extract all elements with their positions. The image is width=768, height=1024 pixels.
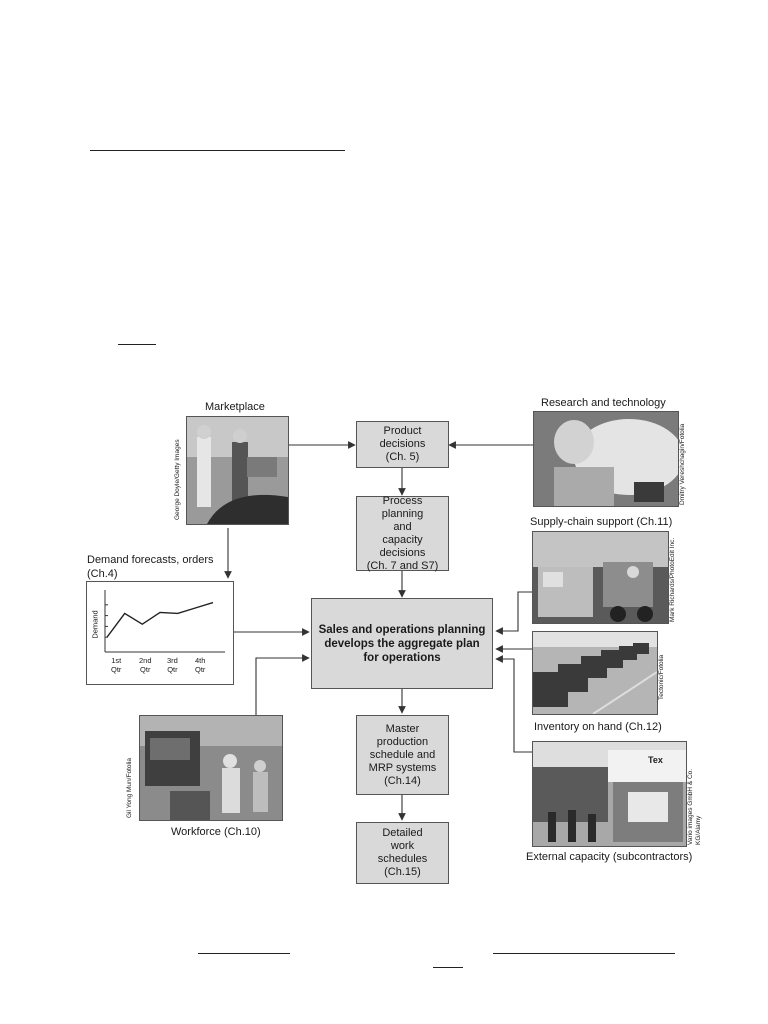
demand-chart bbox=[87, 582, 233, 684]
sales-operations-planning-box: Sales and operations planning develops t… bbox=[311, 598, 493, 689]
marketplace-photo bbox=[186, 416, 289, 525]
external-capacity-label: External capacity (subcontractors) bbox=[526, 851, 692, 863]
process-planning-box: Process planning and capacity decisions … bbox=[356, 496, 449, 571]
demand-y-label: Demand bbox=[91, 610, 100, 638]
master-production-schedule-box: Master production schedule and MRP syste… bbox=[356, 715, 449, 795]
demand-x-tick-label: 1st Qtr bbox=[111, 656, 121, 674]
research-technology-label: Research and technology bbox=[541, 397, 666, 409]
workforce-label: Workforce (Ch.10) bbox=[171, 826, 261, 838]
demand-forecasts-label: Demand forecasts, orders (Ch.4) bbox=[87, 553, 214, 581]
marketplace-photo-credit: George Doyle/Getty Images bbox=[174, 439, 181, 520]
workforce-photo-credit: Gil Yong Mun/Fotolia bbox=[126, 758, 133, 818]
demand-x-tick-label: 3rd Qtr bbox=[167, 656, 178, 674]
inventory-label: Inventory on hand (Ch.12) bbox=[534, 721, 662, 733]
demand-x-tick-label: 2nd Qtr bbox=[139, 656, 152, 674]
research-photo-credit: Dmitry Vereshchagin/Fotolia bbox=[679, 424, 686, 505]
supply-chain-photo bbox=[532, 531, 669, 624]
external-capacity-photo-credit: Vario images GmbH & Co. KG/Alamy bbox=[687, 745, 703, 845]
supply-chain-photo-credit: Mark Richards/PhotoEdit Inc. bbox=[669, 538, 676, 622]
research-photo bbox=[533, 411, 679, 507]
marketplace-label: Marketplace bbox=[205, 401, 265, 413]
inventory-photo-credit: Tectonic/Fotolia bbox=[658, 655, 665, 700]
product-decisions-box: Product decisions (Ch. 5) bbox=[356, 421, 449, 468]
inventory-photo bbox=[532, 631, 658, 715]
demand-series-line bbox=[107, 603, 213, 638]
external-capacity-photo: Tex bbox=[532, 741, 687, 847]
supply-chain-label: Supply-chain support (Ch.11) bbox=[530, 516, 672, 528]
detailed-work-schedules-box: Detailed work schedules (Ch.15) bbox=[356, 822, 449, 884]
workforce-photo bbox=[139, 715, 283, 821]
store-sign: Tex bbox=[648, 755, 663, 765]
demand-chart-frame: Demand 1st Qtr 2nd Qtr 3rd Qtr 4th Qtr bbox=[86, 581, 234, 685]
demand-x-tick-label: 4th Qtr bbox=[195, 656, 205, 674]
